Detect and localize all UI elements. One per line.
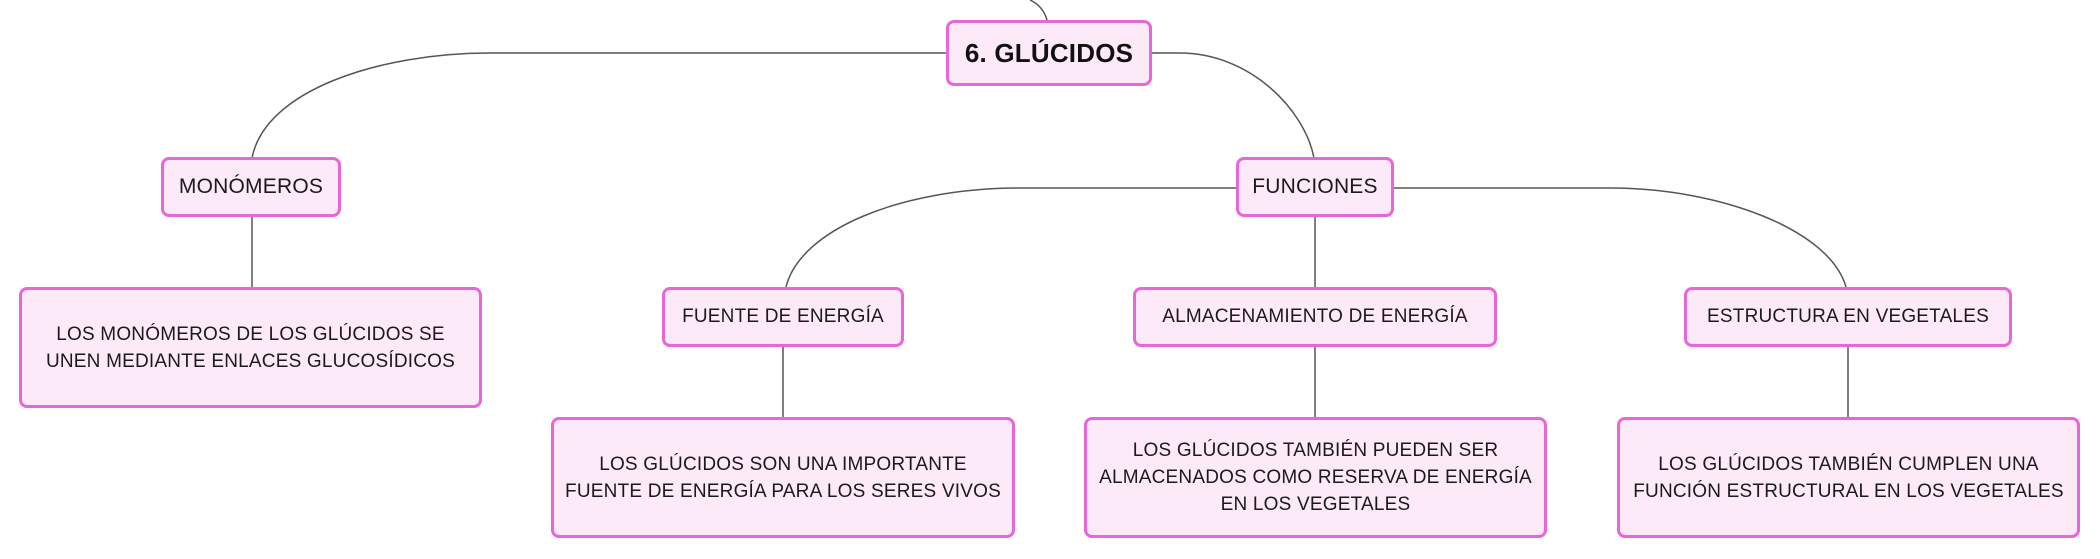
connector-root-monomeros [251, 52, 946, 159]
monomeros-detail-node[interactable]: LOS MONÓMEROS DE LOS GLÚCIDOS SE UNEN ME… [19, 287, 482, 408]
fuente-energia-detail-text: LOS GLÚCIDOS SON UNA IMPORTANTE FUENTE D… [565, 453, 1001, 502]
connector-funciones-estructura [1394, 187, 1847, 288]
estructura-detail-text: LOS GLÚCIDOS TAMBIÉN CUMPLEN UNA FUNCIÓN… [1633, 453, 2064, 502]
almacenamiento-energia-node[interactable]: ALMACENAMIENTO DE ENERGÍA [1133, 287, 1497, 347]
almacenamiento-detail-node[interactable]: LOS GLÚCIDOS TAMBIÉN PUEDEN SER ALMACENA… [1084, 417, 1547, 538]
almacenamiento-energia-label: ALMACENAMIENTO DE ENERGÍA [1162, 306, 1468, 327]
connector-root-funciones [1152, 52, 1315, 159]
funciones-label: FUNCIONES [1252, 175, 1378, 198]
estructura-detail-node[interactable]: LOS GLÚCIDOS TAMBIÉN CUMPLEN UNA FUNCIÓN… [1617, 417, 2080, 538]
fuente-energia-node[interactable]: FUENTE DE ENERGÍA [662, 287, 904, 347]
monomeros-detail-text: LOS MONÓMEROS DE LOS GLÚCIDOS SE UNEN ME… [45, 323, 456, 372]
funciones-node[interactable]: FUNCIONES [1236, 157, 1394, 217]
estructura-vegetales-label: ESTRUCTURA EN VEGETALES [1707, 306, 1989, 327]
fuente-energia-label: FUENTE DE ENERGÍA [682, 306, 884, 327]
monomeros-label: MONÓMEROS [178, 175, 324, 198]
monomeros-node[interactable]: MONÓMEROS [161, 157, 341, 217]
root-label: 6. GLÚCIDOS [964, 37, 1134, 68]
estructura-vegetales-node[interactable]: ESTRUCTURA EN VEGETALES [1684, 287, 2012, 347]
root-node[interactable]: 6. GLÚCIDOS [946, 20, 1152, 86]
fuente-energia-detail-node[interactable]: LOS GLÚCIDOS SON UNA IMPORTANTE FUENTE D… [551, 417, 1015, 538]
connector-funciones-fuente [785, 187, 1236, 288]
connector-parent-root [1029, 0, 1048, 21]
almacenamiento-detail-text: LOS GLÚCIDOS TAMBIÉN PUEDEN SER ALMACENA… [1099, 440, 1532, 515]
